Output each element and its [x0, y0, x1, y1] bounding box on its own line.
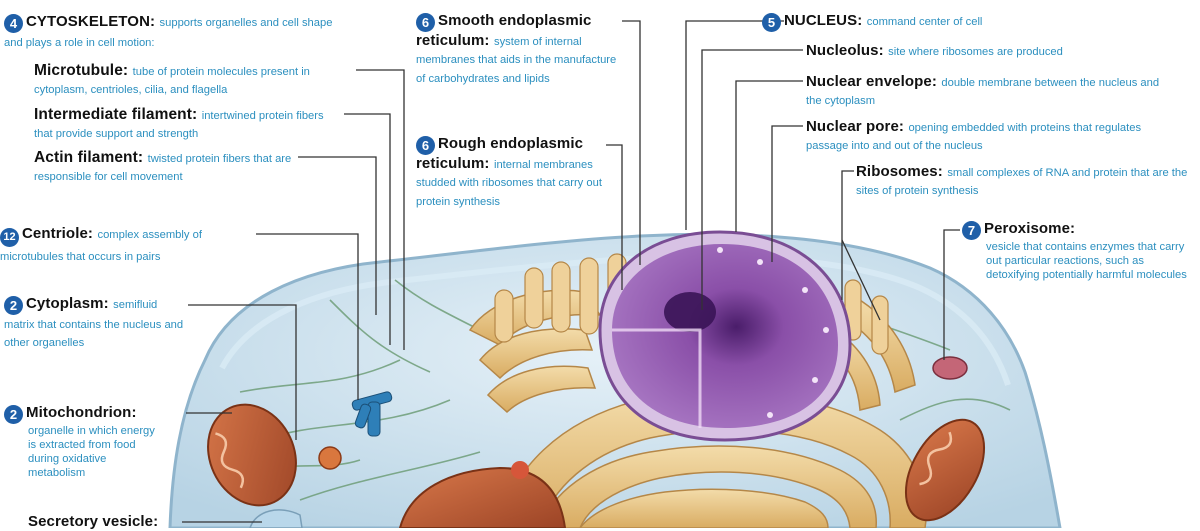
peroxisome-desc: vesicle that contains enzymes that carry… [986, 241, 1187, 281]
centriole-number: 12 [0, 228, 19, 247]
nuclear-pore-label: Nuclear pore: opening embedded with prot… [806, 118, 1168, 155]
nucleolus-desc: site where ribosomes are produced [888, 46, 1063, 58]
mitochondrion-desc: organelle in which energy is extracted f… [28, 425, 155, 479]
nucleolus-name: Nucleolus: [806, 42, 884, 59]
rough-er-desc: internal membranes studded with ribosome… [416, 159, 602, 208]
leader-lines [182, 20, 960, 523]
intermediate-filament-name: Intermediate filament: [34, 106, 198, 123]
nuclear-pore-name: Nuclear pore: [806, 118, 904, 135]
microtubule-label: Microtubule: tube of protein molecules p… [34, 62, 356, 99]
actin-filament-label: Actin filament: twisted protein fibers t… [34, 149, 296, 186]
ribosomes-name: Ribosomes: [856, 163, 943, 180]
peroxisome-shape [932, 356, 968, 380]
smooth-er-name: Smooth endoplasmic reticulum: [416, 12, 592, 49]
peroxisome-name: Peroxisome: [984, 220, 1076, 237]
secretory-vesicle-name: Secretory vesicle: [28, 513, 159, 530]
nuclear-envelope-name: Nuclear envelope: [806, 73, 937, 90]
cytoskeleton-desc: supports organelles and cell shape and p… [4, 17, 333, 49]
smooth-er-desc: system of internal membranes that aids i… [416, 36, 617, 85]
smooth-er-number: 6 [416, 13, 435, 32]
centriole-name: Centriole: [22, 225, 94, 242]
nuclear-pore-desc: opening embedded with proteins that regu… [806, 122, 1142, 153]
ribosomes-label: Ribosomes: small complexes of RNA and pr… [856, 163, 1196, 200]
nucleolus-label: Nucleolus: site where ribosomes are prod… [806, 42, 1186, 60]
actin-filament-name: Actin filament: [34, 149, 144, 166]
microtubule-desc: tube of protein molecules present in cyt… [34, 66, 310, 97]
cytoskeleton-number: 4 [4, 14, 23, 33]
nuclear-envelope-label: Nuclear envelope: double membrane betwee… [806, 73, 1166, 110]
rough-er-name: Rough endoplasmic reticulum: [416, 135, 584, 172]
rough-er-number: 6 [416, 136, 435, 155]
cytoplasm-number: 2 [4, 296, 23, 315]
cytoskeleton-name: CYTOSKELETON: [26, 13, 156, 30]
ribosomes-desc: small complexes of RNA and protein that … [856, 167, 1188, 198]
cytoskeleton-fibers [239, 279, 1011, 501]
lysosome-shape [318, 446, 342, 470]
nucleus-name: NUCLEUS: [784, 12, 863, 29]
centriole-shape [351, 391, 393, 437]
nuclear-envelope-desc: double membrane between the nucleus and … [806, 77, 1160, 108]
cytoplasm-name: Cytoplasm: [26, 295, 109, 312]
nucleus-desc: command center of cell [866, 16, 983, 28]
intermediate-filament-desc: intertwined protein fibers that provide … [34, 110, 324, 141]
mitochondrion-shapes [207, 403, 986, 528]
mitochondrion-number: 2 [4, 405, 23, 424]
cytoplasm-desc: semifluid matrix that contains the nucle… [4, 299, 184, 350]
nucleolus-shape [664, 292, 716, 332]
secretory-vesicle-label: Secretory vesicle: [28, 513, 188, 531]
nucleus-shape [598, 230, 852, 442]
nucleus-number: 5 [762, 13, 781, 32]
microtubule-name: Microtubule: [34, 62, 129, 79]
centriole-desc: complex assembly of microtubules that oc… [0, 229, 202, 263]
actin-filament-desc: twisted protein fibers that are responsi… [34, 153, 292, 184]
intermediate-filament-label: Intermediate filament: intertwined prote… [34, 106, 344, 143]
vesicle-shape [511, 461, 529, 479]
peroxisome-number: 7 [962, 221, 981, 240]
mitochondrion-name: Mitochondrion: [26, 404, 137, 421]
